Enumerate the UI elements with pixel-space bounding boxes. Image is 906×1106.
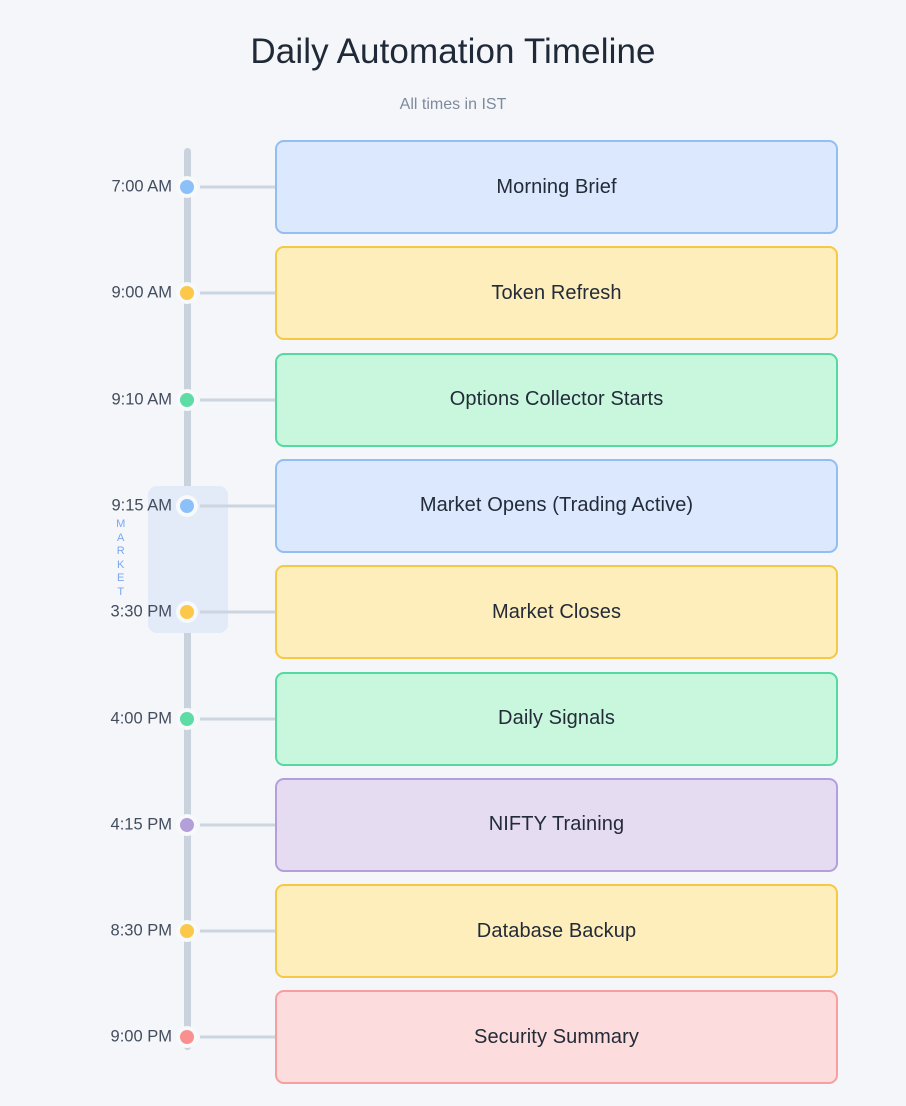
- event-card[interactable]: Market Closes: [275, 565, 838, 660]
- event-dot-fill: [180, 1030, 194, 1045]
- event-card[interactable]: Options Collector Starts: [275, 352, 838, 447]
- event-connector-line: [200, 929, 276, 933]
- event-card-label: Market Opens (Trading Active): [419, 494, 694, 517]
- event-marker-dot[interactable]: [176, 388, 198, 411]
- event-card[interactable]: Market Opens (Trading Active): [275, 458, 838, 553]
- event-card[interactable]: Database Backup: [275, 884, 838, 979]
- event-dot-fill: [180, 817, 194, 832]
- event-time-label: 9:00 AM: [111, 283, 172, 302]
- event-marker-dot[interactable]: [176, 494, 198, 517]
- event-card[interactable]: NIFTY Training: [275, 777, 838, 872]
- event-card-label: Morning Brief: [496, 175, 617, 198]
- event-connector-line: [200, 717, 276, 720]
- event-connector-line: [200, 504, 276, 508]
- event-time-label: 9:15 AM: [111, 496, 172, 515]
- event-card-label: Daily Signals: [498, 707, 615, 729]
- event-time-label: 9:00 PM: [110, 1027, 172, 1046]
- event-marker-dot[interactable]: [176, 707, 198, 730]
- event-card[interactable]: Token Refresh: [275, 246, 838, 341]
- page-subtitle: All times in IST: [399, 96, 507, 113]
- event-connector-line: [200, 610, 276, 614]
- event-marker-dot[interactable]: [176, 282, 198, 305]
- event-marker-dot[interactable]: [176, 176, 198, 198]
- event-card[interactable]: Daily Signals: [275, 671, 838, 766]
- event-time-label: 8:30 PM: [110, 921, 172, 940]
- event-time-label: 4:15 PM: [110, 815, 172, 834]
- event-dot-fill: [180, 180, 194, 194]
- event-time-label: 3:30 PM: [110, 602, 172, 621]
- event-dot-fill: [180, 498, 194, 513]
- event-marker-dot[interactable]: [176, 601, 198, 624]
- event-marker-dot[interactable]: [176, 1026, 198, 1049]
- event-connector-line: [200, 398, 276, 402]
- event-time-label: 9:10 AM: [111, 390, 172, 409]
- event-card-label: NIFTY Training: [488, 813, 625, 836]
- event-connector-line: [200, 291, 276, 295]
- event-card-label: Security Summary: [474, 1025, 639, 1048]
- event-connector-line: [200, 1035, 276, 1039]
- event-connector-line: [200, 185, 276, 189]
- event-dot-fill: [180, 605, 194, 620]
- market-session-label: M A R K E T: [116, 518, 126, 598]
- event-card-label: Token Refresh: [491, 281, 622, 304]
- event-card[interactable]: Morning Brief: [275, 140, 838, 234]
- event-card-label: Database Backup: [476, 919, 637, 942]
- event-dot-fill: [180, 711, 194, 726]
- event-marker-dot[interactable]: [176, 813, 198, 836]
- event-marker-dot[interactable]: [176, 920, 198, 943]
- event-dot-fill: [180, 286, 194, 301]
- event-card-label: Options Collector Starts: [449, 388, 664, 411]
- event-card-label: Market Closes: [491, 600, 622, 623]
- event-time-label: 7:00 AM: [111, 177, 172, 196]
- event-connector-line: [200, 823, 276, 827]
- event-time-label: 4:00 PM: [110, 709, 172, 727]
- event-dot-fill: [180, 924, 194, 939]
- event-card[interactable]: Security Summary: [275, 990, 838, 1085]
- page-title: Daily Automation Timeline: [250, 32, 656, 71]
- event-dot-fill: [180, 392, 194, 407]
